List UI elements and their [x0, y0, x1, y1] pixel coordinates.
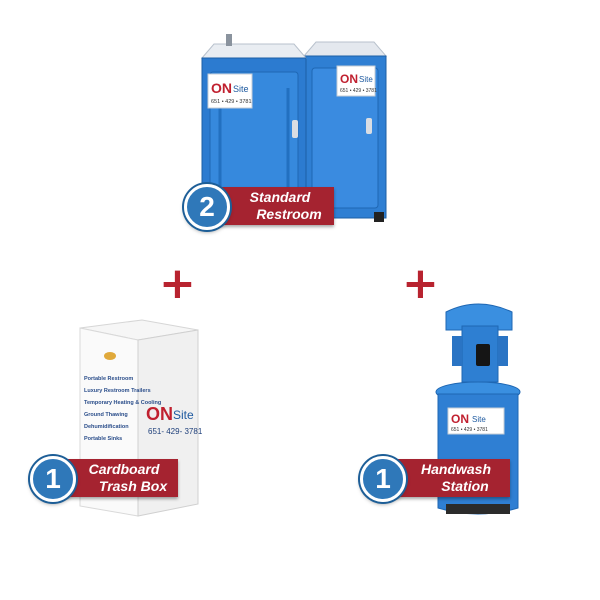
product-name-line1: Standard — [249, 189, 311, 205]
plus-icon: + — [159, 258, 196, 309]
cardboard-trash-box-badge: 1 Cardboard Trash Box — [30, 455, 178, 503]
quantity-badge: 1 — [30, 456, 76, 502]
brand-on-text: ON — [211, 80, 232, 96]
brand-on-text: ON — [146, 404, 173, 424]
handwash-station-badge: 1 Handwash Station — [360, 455, 510, 503]
product-label-ribbon: Standard Restroom — [210, 187, 334, 225]
service-item: Portable Sinks — [84, 436, 122, 442]
product-name-line2: Trash Box — [98, 478, 168, 494]
brand-on-text: ON — [451, 412, 469, 426]
brand-site-text: Site — [472, 415, 486, 424]
service-item: Portable Restroom — [84, 376, 133, 382]
phone-text: 651 • 429 • 3781 — [451, 427, 488, 433]
plus-icon: + — [402, 258, 439, 309]
product-label-ribbon: Handwash Station — [386, 459, 510, 497]
brand-on-text: ON — [340, 72, 358, 86]
brand-site-text: Site — [359, 75, 373, 84]
quantity-badge: 2 — [184, 184, 230, 230]
standard-restroom-badge: 2 Standard Restroom — [184, 183, 334, 231]
service-item: Dehumidification — [84, 424, 129, 430]
product-name-line2: Restroom — [256, 206, 322, 222]
phone-text: 651- 429- 3781 — [148, 427, 203, 436]
services-list: Portable Restroom Luxury Restroom Traile… — [84, 376, 161, 442]
service-item: Ground Thawing — [84, 412, 128, 418]
product-name-line2: Station — [441, 478, 489, 494]
phone-text: 651 • 429 • 3781 — [340, 88, 377, 94]
quantity-badge: 1 — [360, 456, 406, 502]
service-item: Temporary Heating & Cooling — [84, 400, 161, 406]
service-item: Luxury Restroom Trailers — [84, 388, 151, 394]
brand-site-text: Site — [173, 408, 194, 422]
phone-text: 651 • 429 • 3781 — [211, 99, 252, 105]
product-name-line1: Handwash — [420, 461, 491, 477]
product-name-line1: Cardboard — [88, 461, 160, 477]
brand-site-text: Site — [233, 84, 249, 94]
